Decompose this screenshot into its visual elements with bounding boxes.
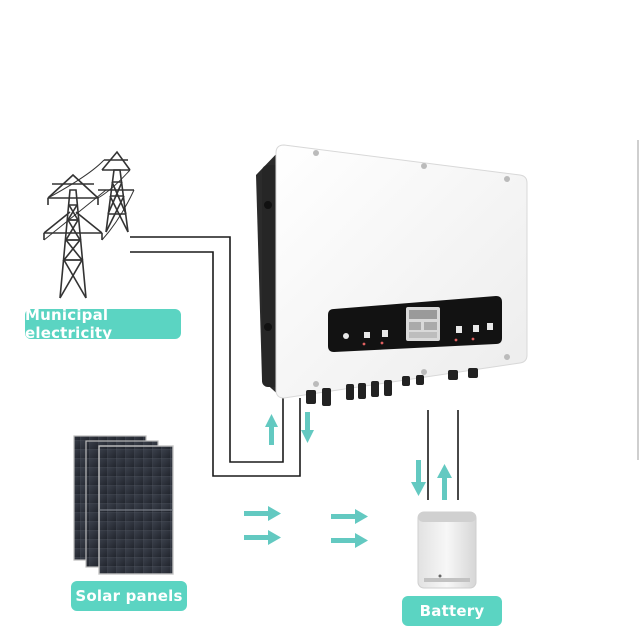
solar-label: Solar panels bbox=[71, 581, 187, 611]
flow-arrow-icon bbox=[244, 412, 452, 548]
battery-label: Battery bbox=[402, 596, 502, 626]
battery-icon bbox=[417, 511, 477, 589]
connection-lines bbox=[130, 236, 459, 500]
transmission-tower-icon bbox=[43, 150, 135, 299]
solar-panel-icon bbox=[73, 435, 174, 575]
municipal-label: Municipal electricity bbox=[25, 306, 181, 342]
inverter-device bbox=[256, 144, 528, 406]
